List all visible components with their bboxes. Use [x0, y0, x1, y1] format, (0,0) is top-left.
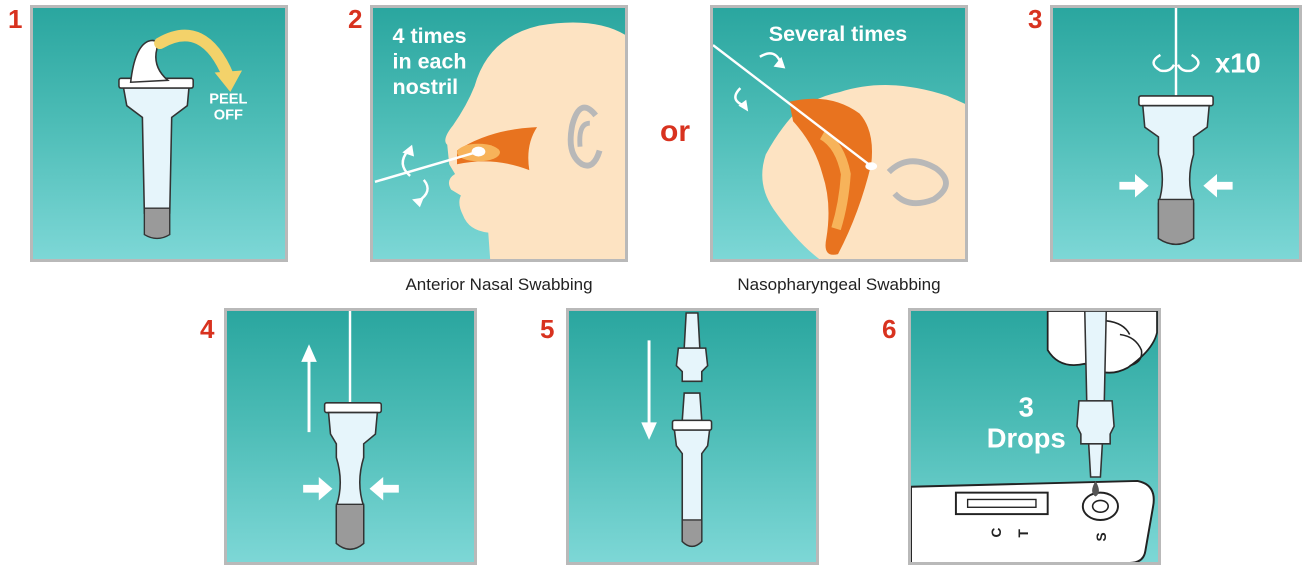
dropper-tube	[1085, 311, 1106, 401]
step-2-text-line2: in each	[393, 50, 467, 74]
step-6-illustration: C T S 3 Drops	[911, 311, 1158, 562]
step-number-4: 4	[200, 316, 214, 342]
dropper-nozzle	[1089, 444, 1103, 477]
or-separator: or	[660, 115, 690, 149]
step-3-count: x10	[1215, 47, 1261, 78]
step-number-1: 1	[8, 6, 22, 32]
step-number-5: 5	[540, 316, 554, 342]
step-number-3: 3	[1028, 6, 1042, 32]
step-1-illustration: PEEL OFF	[33, 8, 285, 259]
squeeze-arrow-right-icon	[1203, 174, 1232, 197]
step-3-illustration: x10	[1053, 8, 1299, 259]
step-2-text-line3: nostril	[393, 75, 459, 99]
drops-label: Drops	[987, 423, 1066, 454]
extraction-tube	[123, 84, 189, 213]
peel-label-line2: OFF	[214, 107, 243, 123]
control-line-label: C	[989, 528, 1004, 538]
dropper-nozzle	[684, 313, 700, 348]
head-profile	[445, 23, 625, 259]
dropper-cap	[1077, 401, 1114, 444]
tube-rim	[325, 403, 382, 413]
step-4-panel	[224, 308, 477, 565]
squeeze-arrow-right-icon	[370, 477, 399, 500]
peel-arrow-icon	[160, 35, 228, 76]
step-2-illustration: 4 times in each nostril	[373, 8, 625, 259]
peel-label-line1: PEEL	[209, 92, 247, 108]
rotate-icon	[1154, 55, 1175, 71]
tube-liquid	[144, 208, 169, 238]
step-2b-text: Several times	[769, 22, 908, 46]
peel-arrow-head-icon	[215, 71, 242, 92]
sample-well-label: S	[1094, 532, 1109, 541]
drop-count: 3	[1019, 391, 1034, 422]
step-2-panel: 4 times in each nostril	[370, 5, 628, 262]
step-6-panel: C T S 3 Drops	[908, 308, 1161, 565]
step-5-panel	[566, 308, 819, 565]
nasopharyngeal-caption: Nasopharyngeal Swabbing	[710, 275, 968, 295]
tube-rim	[672, 420, 711, 430]
step-3-panel: x10	[1050, 5, 1302, 262]
test-line-label: T	[1016, 529, 1031, 538]
step-1-panel: PEEL OFF	[30, 5, 288, 262]
step-number-2: 2	[348, 6, 362, 32]
dropper-cap	[676, 348, 707, 381]
step-5-illustration	[569, 311, 816, 562]
tube-liquid	[336, 504, 363, 549]
step-4-illustration	[227, 311, 474, 562]
anterior-nasal-caption: Anterior Nasal Swabbing	[370, 275, 628, 295]
squeeze-arrow-left-icon	[303, 477, 332, 500]
swab-tip	[865, 162, 877, 170]
tube-nozzle	[682, 393, 702, 420]
step-2-text-line1: 4 times	[393, 24, 467, 48]
step-2b-panel: Several times	[710, 5, 968, 262]
swab-tip	[472, 147, 486, 157]
squeeze-arrow-left-icon	[1119, 174, 1148, 197]
tube-liquid	[1158, 199, 1193, 244]
tube-rim	[1139, 96, 1213, 106]
step-2b-illustration: Several times	[713, 8, 965, 259]
tube-liquid	[682, 520, 702, 546]
step-number-6: 6	[882, 316, 896, 342]
